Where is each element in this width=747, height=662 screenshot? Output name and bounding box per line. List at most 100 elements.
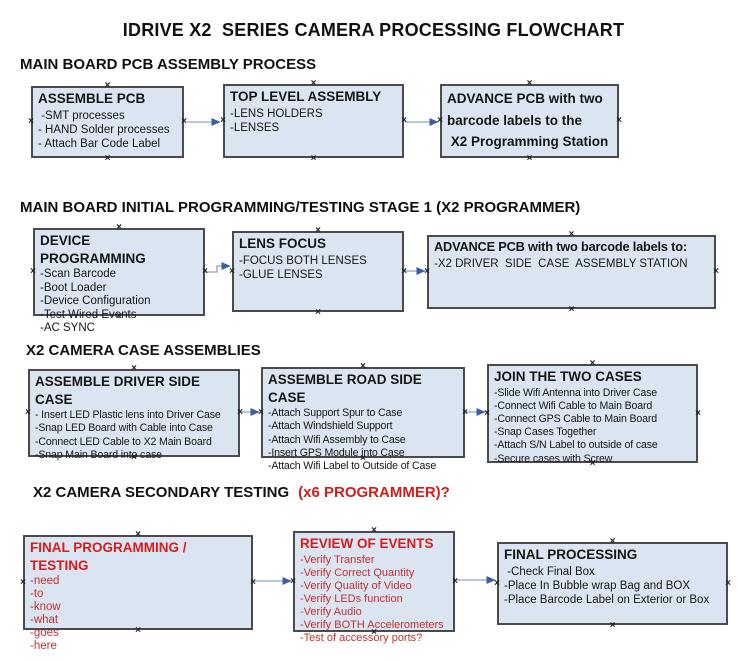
connection-handle-icon: ×: [401, 265, 407, 277]
connection-handle-icon: ×: [609, 620, 616, 631]
connection-handle-icon: ×: [181, 116, 187, 127]
box-item: -Connect GPS Cable to Main Board: [494, 412, 658, 425]
box-item: -Verify Correct Quantity: [300, 566, 415, 579]
box-item: -AC SYNC: [40, 322, 95, 335]
flow-box-review-of-events: REVIEW OF EVENTS -Verify Transfer-Verify…: [290, 526, 458, 644]
connection-handle-icon: ×: [462, 406, 468, 418]
connection-handle-icon: ×: [695, 407, 701, 419]
box-item: -Verify LEDs function: [300, 592, 403, 605]
box-item: -Insert GPS Module into Case: [268, 446, 405, 459]
box-item: -Scan Barcode: [40, 268, 117, 281]
section-heading-pcb-assembly: MAIN BOARD PCB ASSEMBLY PROCESS: [20, 56, 317, 73]
box-item: -Verify Audio: [300, 605, 362, 618]
box-item: -GLUE LENSES: [239, 268, 323, 281]
flow-box-final-programming-testing: FINAL PROGRAMMING / TESTING -need-to-kno…: [20, 530, 256, 653]
flow-box-assemble-pcb: ASSEMBLE PCB -SMT processes- HAND Solder…: [28, 81, 187, 164]
connection-handle-icon: ×: [484, 407, 490, 419]
connection-handle-icon: ×: [104, 153, 111, 164]
flow-box-top-level-assembly: TOP LEVEL ASSEMBLY -LENS HOLDERS-LENSES …: [220, 79, 407, 164]
box-item-list: -Scan Barcode-Boot Loader-Device Configu…: [40, 268, 199, 336]
connection-handle-icon: ×: [315, 307, 321, 318]
box-item: -Device Configuration: [40, 295, 151, 308]
box-title: REVIEW OF EVENTS: [300, 536, 434, 551]
box-item: -Place Barcode Label on Exterior or Box: [504, 593, 710, 606]
box-item: - Insert LED Plastic lens into Driver Ca…: [35, 409, 221, 422]
section-heading-case-assemblies: X2 CAMERA CASE ASSEMBLIES: [26, 342, 261, 359]
flow-box-join-the-two-cases: JOIN THE TWO CASES -Slide Wifi Antenna i…: [484, 359, 701, 469]
box-item-list: - Insert LED Plastic lens into Driver Ca…: [35, 409, 234, 462]
connection-handle-icon: ×: [494, 577, 500, 589]
box-item: -Attach Windshield Support: [268, 420, 393, 433]
box-item: -Boot Loader: [40, 281, 107, 294]
connector-arrow: [205, 262, 231, 273]
connection-handle-icon: ×: [237, 407, 243, 418]
box-item: -what: [30, 614, 59, 627]
connection-handle-icon: ×: [526, 153, 533, 164]
box-item: -goes: [30, 627, 59, 640]
box-item-list: -Slide Wifi Antenna into Driver Case-Con…: [494, 387, 692, 466]
box-item: -Connect LED Cable to X2 Main Board: [35, 435, 212, 448]
box-title: ASSEMBLE PCB: [38, 91, 146, 106]
box-item: -Verify BOTH Accelerometers: [300, 618, 444, 631]
flow-box-advance-pcb-driver-side-station: ADVANCE PCB with two barcode labels to: …: [424, 230, 719, 315]
connection-handle-icon: ×: [437, 115, 443, 126]
box-item: - HAND Solder processes: [38, 123, 170, 136]
box-item: -Test Wired Events: [40, 308, 137, 321]
box-item-list: -Verify Transfer-Verify Correct Quantity…: [300, 554, 449, 645]
box-item: -Snap Main Board into case: [35, 448, 162, 461]
connection-handle-icon: ×: [20, 576, 26, 588]
flow-box-assemble-driver-side-case: ASSEMBLE DRIVER SIDE CASE - Insert LED P…: [25, 364, 243, 463]
box-item-list: -FOCUS BOTH LENSES-GLUE LENSES: [239, 254, 398, 282]
box-title: ADVANCE PCB with two barcode labels to t…: [447, 91, 609, 150]
box-item: -know: [30, 601, 61, 614]
connection-handle-icon: ×: [452, 575, 458, 587]
box-item: -here: [30, 640, 57, 653]
connection-handle-icon: ×: [28, 116, 34, 127]
connection-handle-icon: ×: [616, 115, 622, 126]
box-item: -SMT processes: [38, 109, 125, 122]
box-item-list: -LENS HOLDERS-LENSES: [230, 107, 398, 135]
box-item: -LENS HOLDERS: [230, 107, 323, 120]
flow-box-advance-pcb-programming-station: ADVANCE PCB with two barcode labels to t…: [437, 79, 622, 164]
box-title: TOP LEVEL ASSEMBLY: [230, 89, 382, 104]
box-item: -Verify Quality of Video: [300, 579, 412, 592]
connection-handle-icon: ×: [30, 266, 36, 277]
connection-handle-icon: ×: [220, 115, 226, 126]
connection-handle-icon: ×: [568, 304, 575, 315]
box-item-list: -Attach Support Spur to Case-Attach Wind…: [268, 407, 459, 473]
flow-box-device-programming: DEVICE PROGRAMMING -Scan Barcode-Boot Lo…: [30, 223, 208, 335]
box-item: -Snap LED Board with Cable into Case: [35, 422, 213, 435]
box-item: -Attach Wifi Label to Outside of Case: [268, 459, 437, 472]
box-item: - Attach Bar Code Label: [38, 137, 161, 150]
section-heading-initial-programming: MAIN BOARD INITIAL PROGRAMMING/TESTING S…: [20, 199, 581, 216]
box-item: -Attach Wifi Assembly to Case: [268, 433, 406, 446]
box-item: -FOCUS BOTH LENSES: [239, 254, 367, 267]
section-heading-secondary-testing: X2 CAMERA SECONDARY TESTING (x6 PROGRAMME…: [33, 484, 450, 501]
section-heading-text: X2 CAMERA SECONDARY TESTING: [33, 484, 290, 501]
page-title: IDRIVE X2 SERIES CAMERA PROCESSING FLOWC…: [122, 20, 625, 40]
box-title: FINAL PROCESSING: [504, 547, 638, 562]
connection-handle-icon: ×: [713, 266, 719, 277]
connection-handle-icon: ×: [424, 266, 430, 277]
box-item: -Attach S/N Label to outside of case: [494, 439, 658, 452]
box-title: DEVICE PROGRAMMING: [40, 233, 146, 266]
flow-box-lens-focus: LENS FOCUS -FOCUS BOTH LENSES-GLUE LENSE…: [229, 226, 407, 318]
connection-handle-icon: ×: [310, 153, 317, 164]
box-title: ASSEMBLE ROAD SIDE CASE: [268, 372, 426, 405]
flow-box-final-processing: FINAL PROCESSING -Check Final Box-Place …: [494, 537, 731, 631]
connection-handle-icon: ×: [250, 576, 256, 588]
connection-handle-icon: ×: [202, 266, 208, 277]
box-item-list: -Check Final Box-Place In Bubble wrap Ba…: [504, 565, 722, 607]
box-title: FINAL PROGRAMMING / TESTING: [30, 540, 191, 573]
box-item: -X2 DRIVER SIDE CASE ASSEMBLY STATION: [434, 257, 688, 270]
box-title: ASSEMBLE DRIVER SIDE CASE: [35, 374, 204, 407]
box-item: -Verify Transfer: [300, 553, 375, 566]
box-title: ADVANCE PCB with two barcode labels to:: [434, 239, 687, 254]
box-item: -to: [30, 588, 44, 601]
section-heading-red-text: (x6 PROGRAMMER)?: [298, 484, 450, 501]
box-item: -Secure cases with Screw: [494, 452, 613, 465]
connection-handle-icon: ×: [229, 265, 235, 277]
connection-handle-icon: ×: [290, 575, 296, 587]
box-item-list: -SMT processes- HAND Solder processes- A…: [38, 109, 178, 151]
box-item: -LENSES: [230, 121, 280, 134]
